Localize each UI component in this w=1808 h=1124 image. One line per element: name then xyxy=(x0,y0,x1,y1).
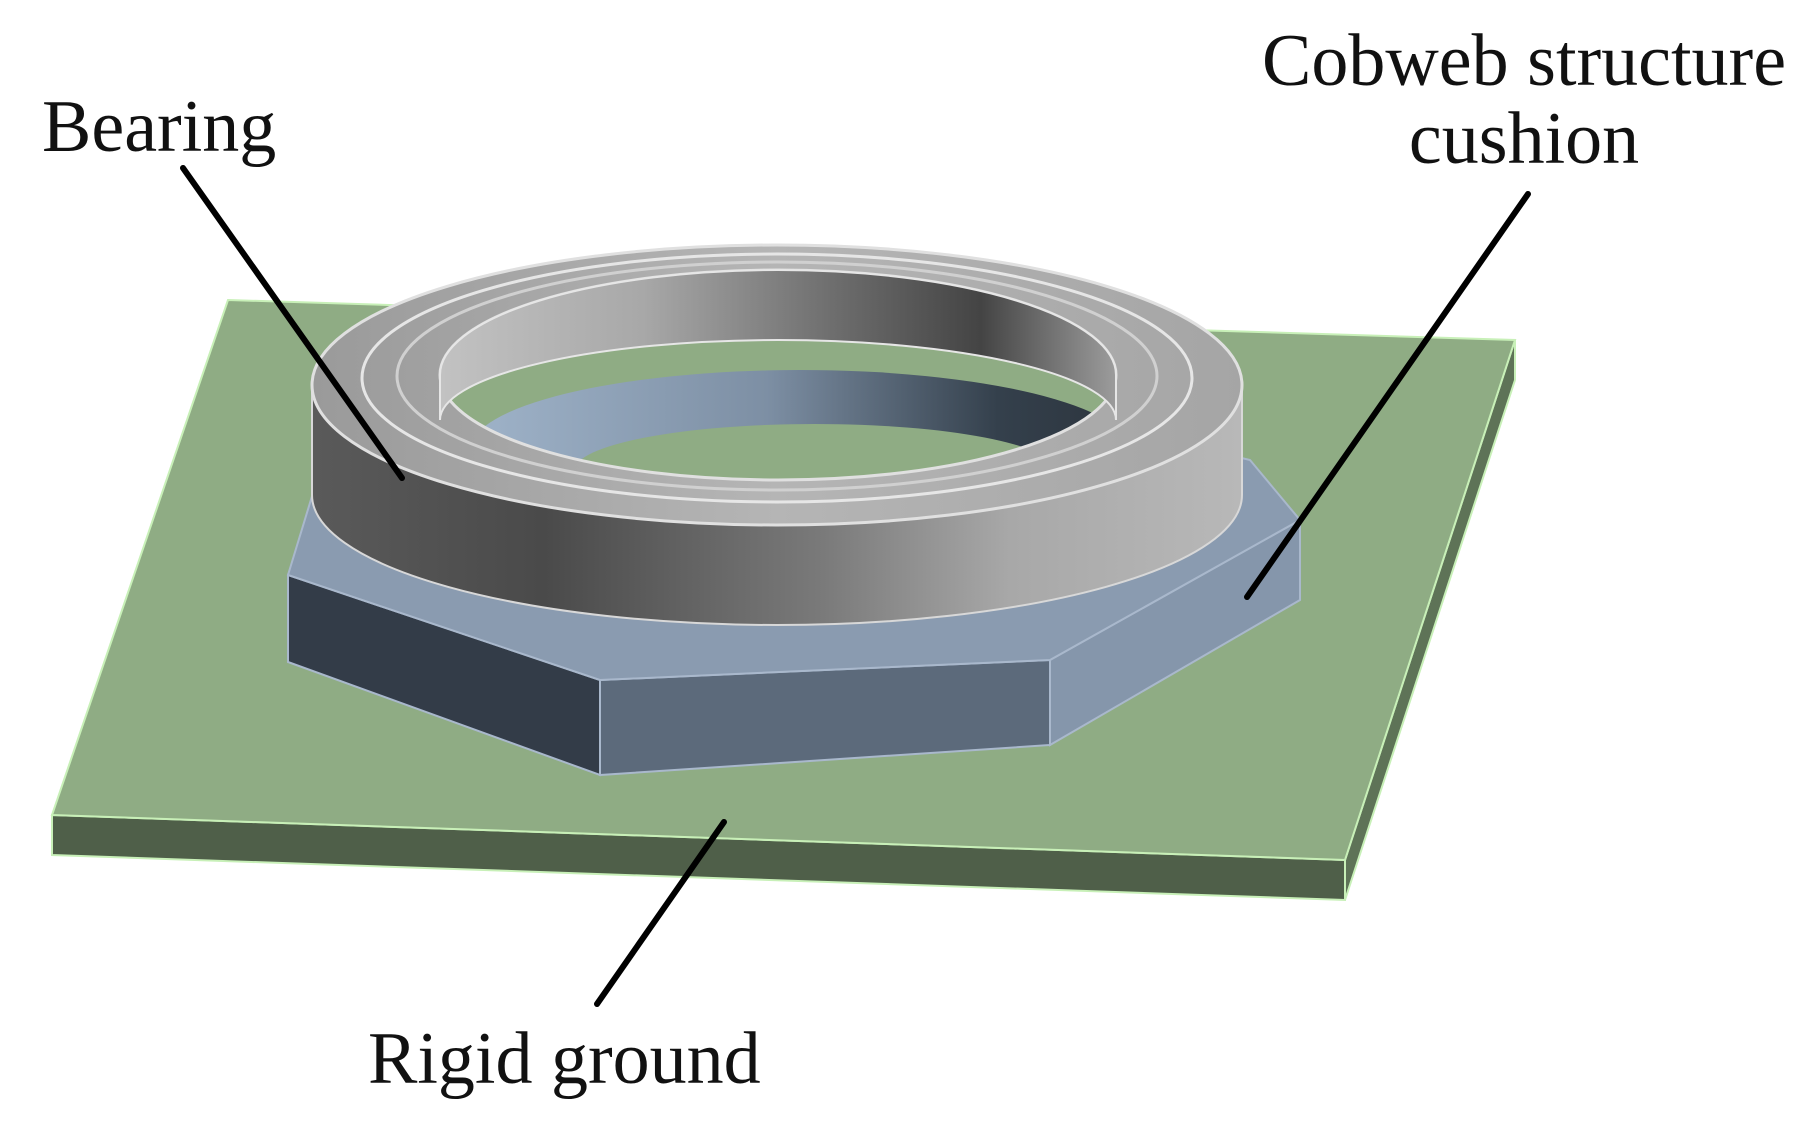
bearing-groove-inner xyxy=(395,260,1159,492)
rigid-ground-label: Rigid ground xyxy=(368,1018,761,1100)
cobweb-structure-cushion-label: Cobweb structure cushion xyxy=(1262,24,1786,176)
bearing-label: Bearing xyxy=(42,86,277,168)
bearing-ring xyxy=(310,243,1244,626)
leader-line-cushion xyxy=(1244,191,1531,600)
bearing-inner-wall xyxy=(439,269,1117,421)
cushion-label-line1: Cobweb structure xyxy=(1262,20,1787,102)
bearing-groove-outer xyxy=(360,252,1194,504)
leader-line-bearing xyxy=(180,165,405,481)
leader-line-ground xyxy=(594,819,727,1007)
cushion-label-line2: cushion xyxy=(1408,98,1640,180)
